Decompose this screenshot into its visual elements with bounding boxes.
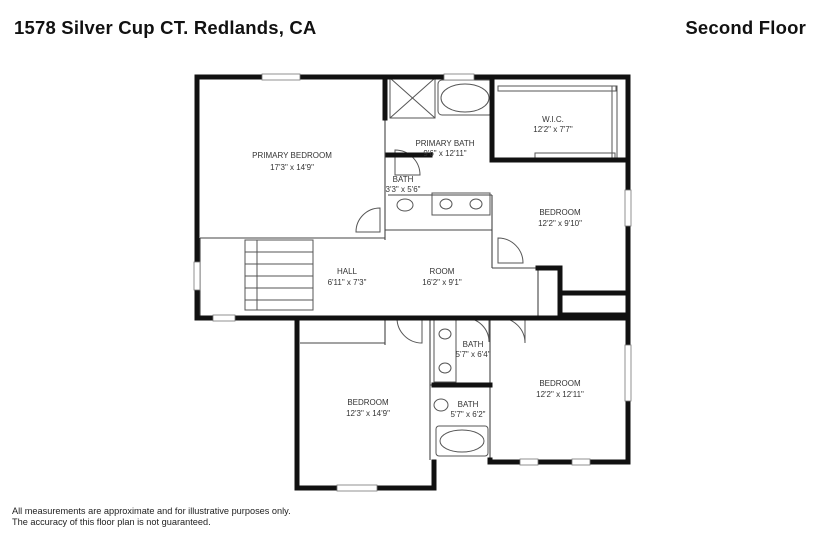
disclaimer-line-1: All measurements are approximate and for… (12, 506, 291, 516)
door-swing (497, 237, 524, 264)
room-name: BATH (463, 340, 484, 349)
door-swing (499, 317, 526, 344)
door-swing (355, 207, 381, 233)
door-swing (464, 317, 490, 343)
room-dims: 12'3" x 14'9" (346, 409, 390, 418)
door-swing (394, 149, 421, 176)
closet-shelf (534, 152, 616, 159)
toilet (396, 198, 414, 212)
room-name: PRIMARY BEDROOM (252, 151, 332, 160)
room-dims: 5'7" x 6'4" (456, 350, 491, 359)
room-dims: 5'7" x 6'2" (451, 410, 486, 419)
room-dims: 3'3" x 5'6" (386, 185, 421, 194)
windows (193, 73, 632, 492)
room-dims: 16'2" x 9'1" (422, 278, 462, 287)
double-vanity (431, 192, 491, 216)
room-name: W.I.C. (542, 115, 564, 124)
room-name: BEDROOM (347, 398, 389, 407)
exterior-walls (194, 74, 631, 491)
bathtub (435, 425, 489, 457)
closet-shelf (611, 85, 618, 159)
room-name: HALL (337, 267, 358, 276)
room-name: BATH (458, 400, 479, 409)
bathtub (437, 79, 494, 116)
room-name: BATH (393, 175, 414, 184)
floor-label: Second Floor (685, 17, 806, 38)
room-name: ROOM (430, 267, 455, 276)
room-name: BEDROOM (539, 208, 581, 217)
toilet (433, 398, 449, 412)
property-address: 1578 Silver Cup CT. Redlands, CA (14, 17, 317, 38)
room-labels: PRIMARY BEDROOM 17'3" x 14'9" PRIMARY BA… (252, 115, 584, 419)
staircase (244, 239, 314, 311)
room-dims: 6'11" x 7'3" (328, 278, 367, 287)
room-dims: 9'6" x 12'11" (423, 149, 466, 158)
room-dims: 12'2" x 12'11" (536, 390, 584, 399)
room-name: PRIMARY BATH (415, 139, 474, 148)
room-dims: 12'2" x 7'7" (533, 125, 573, 134)
disclaimer-line-2: The accuracy of this floor plan is not g… (12, 517, 211, 527)
room-dims: 17'3" x 14'9" (270, 163, 314, 172)
room-dims: 12'2" x 9'10" (538, 219, 582, 228)
closet-shelf (497, 85, 617, 92)
door-swing (396, 317, 423, 344)
room-name: BEDROOM (539, 379, 581, 388)
